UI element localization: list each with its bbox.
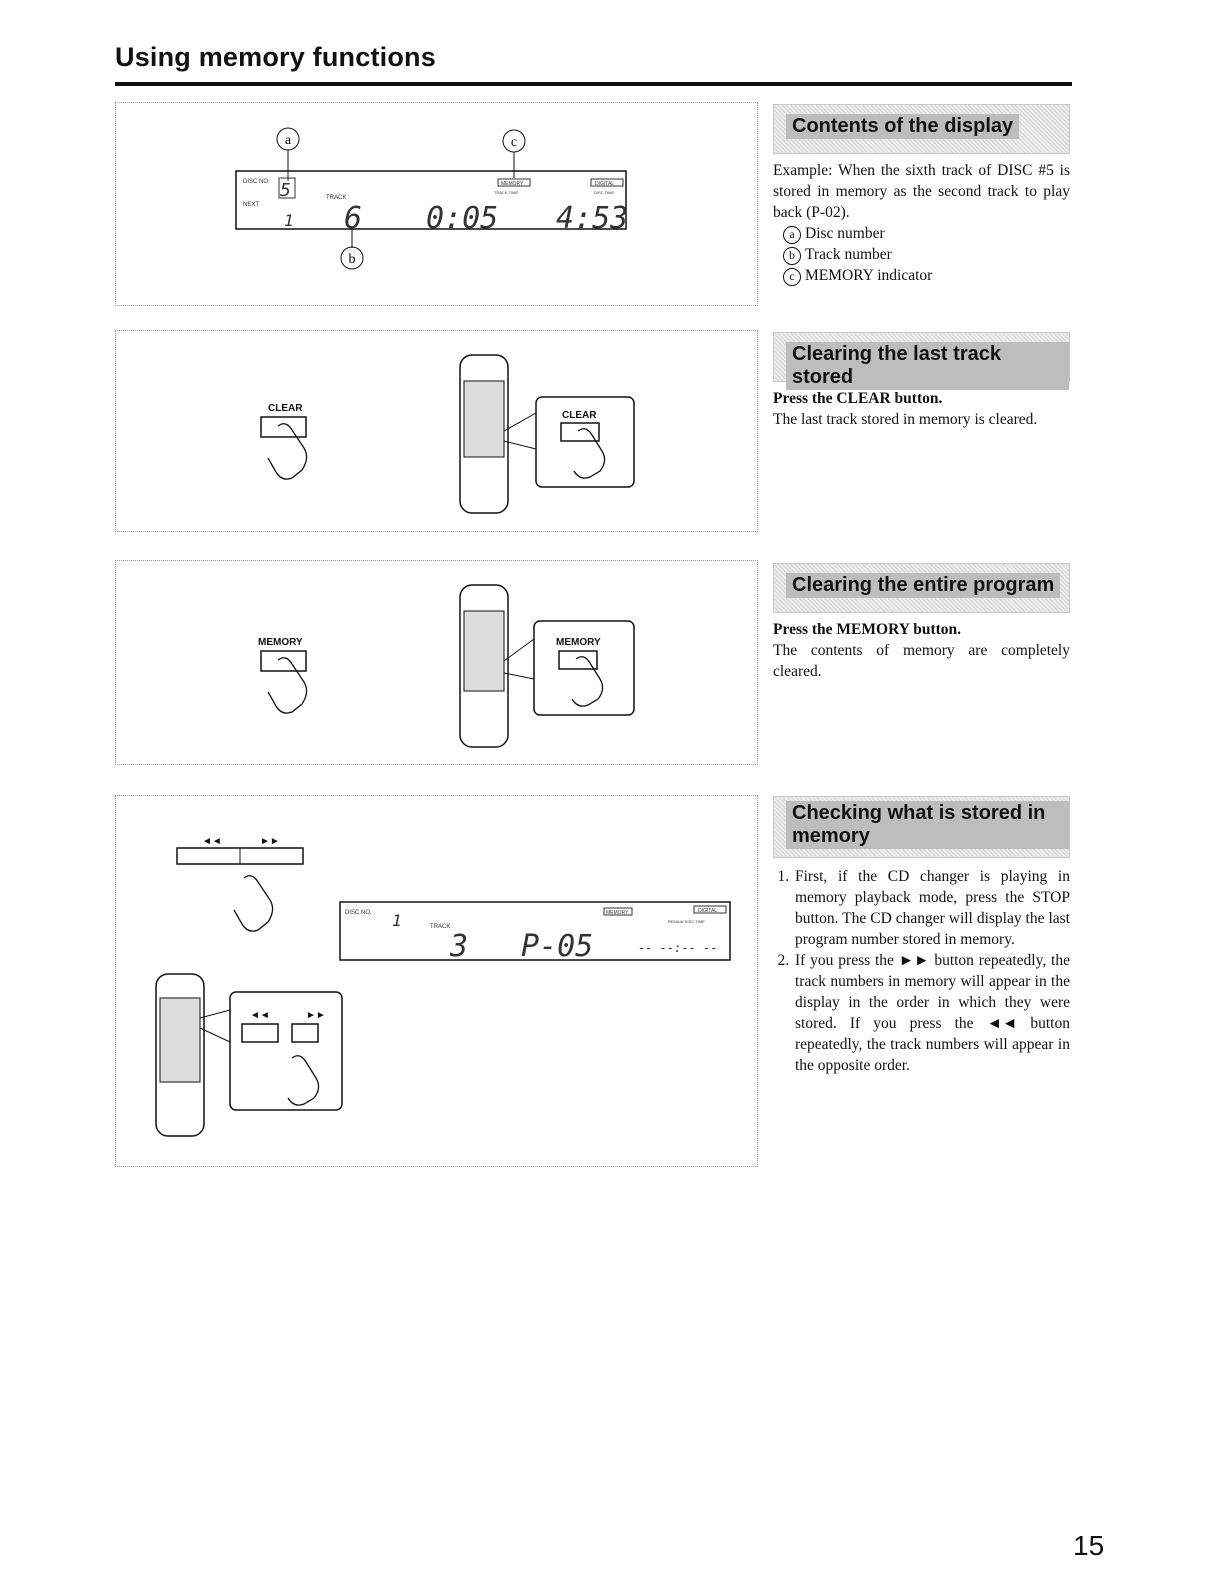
check-memory-diagram-panel: ◄◄ ►► DISC NO. 1 TRACK MEMORY DIGITAL RE… — [115, 795, 758, 1167]
clear-last-action: Press the CLEAR button. — [773, 390, 943, 407]
callout-b-circle — [340, 246, 364, 270]
check-memory-heading-band: Checking what is stored in memory — [773, 796, 1070, 858]
ff-symbol-inset: ►► — [306, 1010, 326, 1021]
memory-button-drawing — [260, 650, 307, 672]
lcd-disc-time: DISC TIME — [594, 190, 614, 195]
lcd-track-digit: 6 — [344, 201, 362, 236]
lcd-digital: DIGITAL — [698, 908, 717, 914]
rew-symbol-top: ◄◄ — [202, 836, 222, 847]
lcd-time-value: 0:05 — [426, 201, 498, 236]
remote-control-drawing — [459, 354, 509, 514]
contents-body: Example: When the sixth track of DISC #5… — [773, 162, 1070, 221]
lcd-track-time: TRACK TIME — [494, 190, 518, 195]
clear-label-inset: CLEAR — [562, 410, 597, 421]
lcd-time-value: -- --:-- -- — [638, 941, 717, 955]
lcd-track: TRACK — [326, 195, 346, 201]
clear-button-drawing — [260, 416, 307, 438]
rew-symbol-inset: ◄◄ — [250, 1010, 270, 1021]
memory-label-inset: MEMORY — [556, 637, 601, 648]
clear-all-heading-band: Clearing the entire program — [773, 563, 1070, 613]
lcd-track-digit: 3 — [449, 929, 468, 964]
lcd-disc-time-value: 4:53 — [556, 201, 628, 236]
clear-label-left: CLEAR — [268, 403, 303, 414]
clear-last-heading-band: Clearing the last track stored — [773, 332, 1070, 390]
lcd-next: NEXT — [243, 202, 259, 208]
contents-section: Contents of the display Example: When th… — [773, 104, 1070, 286]
display-diagram: a c DISC NO. NEXT 5 TRACK MEMORY TRACK T… — [235, 127, 628, 270]
callout-b-label: b — [349, 252, 356, 267]
contents-heading: Contents of the display — [786, 114, 1020, 139]
lcd-next-digit: 1 — [284, 211, 294, 230]
lcd-program-value: P-05 — [521, 929, 593, 964]
lcd-remain: REMAIN DISC TIME — [668, 919, 705, 924]
contents-heading-band: Contents of the display — [773, 104, 1070, 154]
clear-all-body: The contents of memory are completely cl… — [773, 642, 1070, 680]
display-diagram-panel: a c DISC NO. NEXT 5 TRACK MEMORY TRACK T… — [115, 102, 758, 306]
lcd-track: TRACK — [430, 924, 450, 930]
clear-all-heading: Clearing the entire program — [786, 573, 1061, 598]
check-memory-section: Checking what is stored in memory First,… — [773, 796, 1070, 1076]
lcd-disc-no: DISC NO. — [345, 910, 372, 916]
lcd-memory: MEMORY — [501, 181, 524, 187]
step-item: First, if the CD changer is playing in m… — [793, 866, 1070, 950]
hand-icon-inset — [573, 428, 606, 479]
lcd-disc-digit: 5 — [280, 180, 291, 201]
hand-icon-inset — [287, 1055, 320, 1106]
remote-control-drawing — [155, 973, 205, 1137]
clear-all-action: Press the MEMORY button. — [773, 621, 962, 638]
lcd-disc-no: DISC NO. — [243, 179, 270, 185]
lcd-display — [235, 170, 627, 230]
clear-last-section: Clearing the last track stored Press the… — [773, 332, 1070, 430]
check-memory-heading: Checking what is stored in memory — [786, 801, 1069, 849]
remote-control-drawing — [459, 584, 509, 748]
lcd-disc-digit: 1 — [392, 911, 402, 930]
callout-c-label: c — [511, 135, 517, 150]
page-number: 15 — [1073, 1530, 1105, 1561]
clear-diagram: CLEAR CLEAR — [260, 354, 635, 514]
callout-a-label: a — [285, 133, 292, 148]
hand-icon — [233, 875, 274, 932]
check-memory-diagram: ◄◄ ►► DISC NO. 1 TRACK MEMORY DIGITAL RE… — [155, 836, 731, 1137]
lcd-memory: MEMORY — [606, 910, 629, 916]
step-item: If you press the ►► button repeatedly, t… — [793, 950, 1070, 1076]
title-rule — [115, 82, 1072, 86]
clear-last-heading: Clearing the last track stored — [786, 342, 1069, 390]
lcd-display — [339, 901, 731, 961]
ff-symbol-top: ►► — [260, 836, 280, 847]
memory-diagram: MEMORY MEMORY — [258, 584, 635, 748]
memory-label-left: MEMORY — [258, 637, 303, 648]
clear-diagram-panel: CLEAR CLEAR — [115, 330, 758, 532]
hand-icon-inset — [571, 656, 604, 707]
clear-all-section: Clearing the entire program Press the ME… — [773, 563, 1070, 682]
page-title: Using memory functions — [115, 42, 436, 72]
lcd-digital: DIGITAL — [595, 181, 614, 187]
memory-diagram-panel: MEMORY MEMORY — [115, 560, 758, 765]
check-memory-steps: First, if the CD changer is playing in m… — [773, 866, 1070, 1076]
hand-icon — [267, 423, 308, 480]
hand-icon — [267, 657, 308, 714]
clear-last-body: The last track stored in memory is clear… — [773, 411, 1038, 428]
